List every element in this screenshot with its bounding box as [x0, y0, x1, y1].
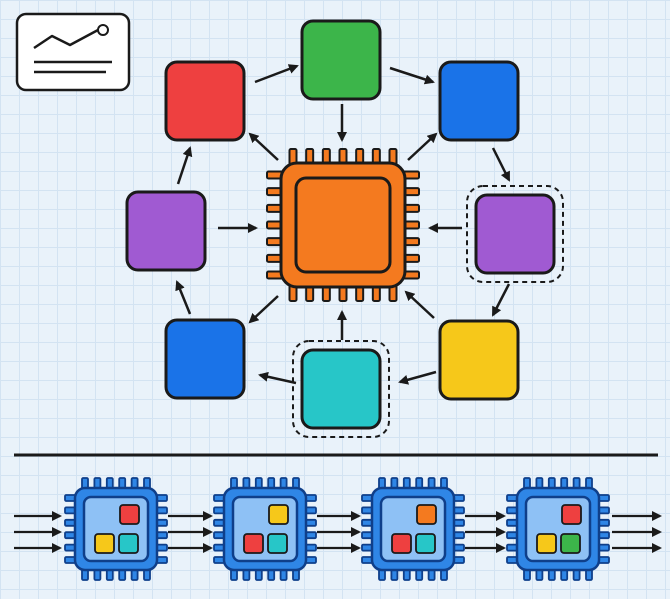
processor-chip-icon-1: [64, 477, 168, 581]
arrow-yellow-to-teal: [398, 370, 437, 385]
processor-chip-icon-4: [506, 477, 610, 581]
mini-tile-red: [119, 504, 140, 525]
processor-chip-icon: [266, 148, 420, 302]
module-bottom-left: [164, 318, 246, 400]
arrow-purple-to-yellow: [491, 283, 511, 317]
mini-tile-red: [561, 504, 582, 525]
arrow-red-to-green: [254, 64, 299, 84]
module-bottom-right: [438, 319, 520, 401]
mini-tile-orange: [416, 504, 437, 525]
arrow-blue-to-purple-left: [175, 280, 192, 315]
mini-tile-yellow: [94, 533, 115, 554]
processor-chip-icon-2: [213, 477, 317, 581]
pipeline-input-arrows: [14, 511, 62, 553]
mini-tile-teal: [415, 533, 436, 554]
pipeline-link-arrows-3: [465, 511, 506, 553]
module-left: [125, 190, 207, 272]
arrow-blue-to-purple: [491, 147, 511, 182]
arrow-chip-to-bottomleft: [248, 295, 279, 324]
processor-chip-icon-3: [361, 477, 465, 581]
mini-tile-red: [243, 533, 264, 554]
arrow-teal-to-blue: [258, 371, 297, 385]
mini-tile-teal: [118, 533, 139, 554]
arrow-purple-to-red: [176, 146, 193, 185]
module-top-left: [164, 60, 246, 142]
line-chart-card-icon: [15, 12, 131, 92]
arrow-green-to-blue: [389, 66, 435, 85]
module-bottom: [292, 340, 390, 438]
mini-tile-yellow: [536, 533, 557, 554]
arrow-chip-to-topright: [407, 132, 438, 161]
arrow-bottomright-to-chip: [404, 290, 435, 319]
mini-tile-yellow: [268, 504, 289, 525]
mini-tile-red: [391, 533, 412, 554]
mini-tile-teal: [267, 533, 288, 554]
mini-tile-green: [560, 533, 581, 554]
module-top-right: [438, 60, 520, 142]
module-right: [466, 185, 564, 283]
pipeline-link-arrows-1: [168, 511, 213, 553]
pipeline-link-arrows-2: [317, 511, 361, 553]
pipeline-output-arrows: [612, 511, 662, 553]
arrow-chip-to-red: [248, 132, 279, 161]
module-top: [300, 19, 382, 101]
